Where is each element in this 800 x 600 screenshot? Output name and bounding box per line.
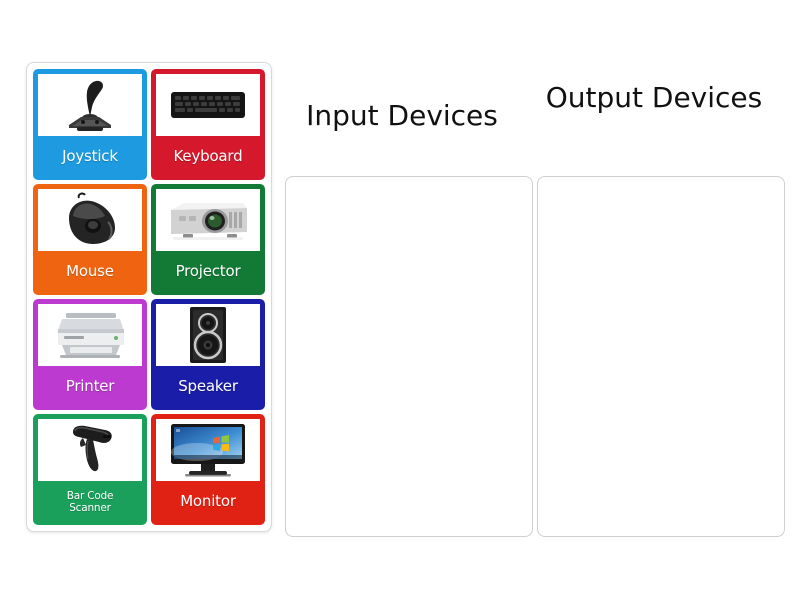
keyboard-icon bbox=[170, 88, 246, 122]
drop-zone-input-devices[interactable] bbox=[285, 176, 533, 537]
zone-heading-input: Input Devices bbox=[306, 99, 498, 132]
card-label: Speaker bbox=[178, 377, 238, 396]
card-label: Projector bbox=[175, 262, 241, 281]
monitor-image bbox=[156, 419, 260, 481]
barcode-scanner-icon bbox=[59, 422, 121, 478]
mouse-icon bbox=[53, 192, 127, 248]
card-joystick[interactable]: Joystick bbox=[33, 69, 147, 180]
printer-image bbox=[38, 304, 142, 366]
card-label: Monitor bbox=[180, 492, 236, 511]
joystick-icon bbox=[59, 77, 121, 133]
zone-heading-output: Output Devices bbox=[545, 81, 763, 114]
card-label: Joystick bbox=[62, 147, 118, 166]
card-label: Bar Code Scanner bbox=[66, 489, 114, 514]
printer-icon bbox=[50, 309, 130, 361]
mouse-image bbox=[38, 189, 142, 251]
card-label: Printer bbox=[65, 377, 115, 396]
card-barcode-scanner[interactable]: Bar Code Scanner bbox=[33, 414, 147, 525]
card-speaker[interactable]: Speaker bbox=[151, 299, 265, 410]
projector-icon bbox=[165, 194, 251, 246]
card-monitor[interactable]: Monitor bbox=[151, 414, 265, 525]
drop-zone-output-devices[interactable] bbox=[537, 176, 785, 537]
draggable-cards-tray: Joystick bbox=[26, 62, 272, 532]
card-keyboard[interactable]: Keyboard bbox=[151, 69, 265, 180]
keyboard-image bbox=[156, 74, 260, 136]
speaker-image bbox=[156, 304, 260, 366]
card-label: Mouse bbox=[66, 262, 114, 281]
card-label: Keyboard bbox=[173, 147, 243, 166]
barcode-scanner-image bbox=[38, 419, 142, 481]
speaker-icon bbox=[188, 306, 228, 364]
card-projector[interactable]: Projector bbox=[151, 184, 265, 295]
card-mouse[interactable]: Mouse bbox=[33, 184, 147, 295]
joystick-image bbox=[38, 74, 142, 136]
projector-image bbox=[156, 189, 260, 251]
card-grid: Joystick bbox=[33, 69, 265, 525]
monitor-icon bbox=[167, 422, 249, 478]
card-printer[interactable]: Printer bbox=[33, 299, 147, 410]
